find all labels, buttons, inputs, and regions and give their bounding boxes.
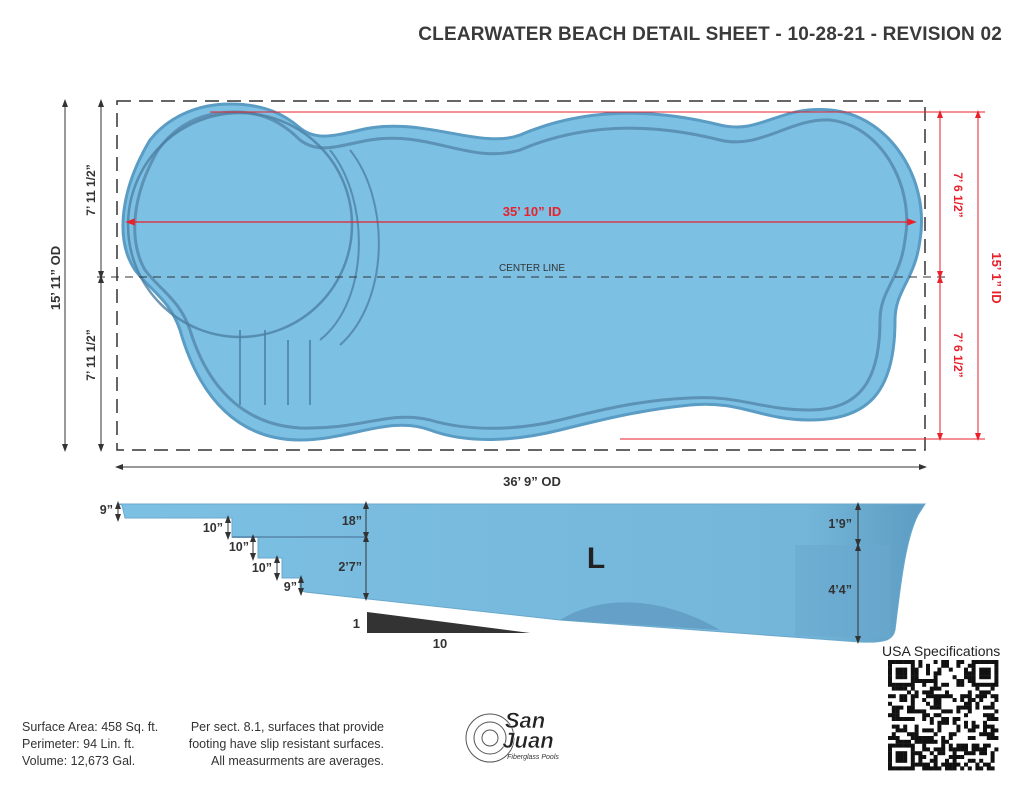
outer-dashed-boundary (116, 100, 926, 451)
profile-letter: L (587, 542, 605, 575)
shallow-depth-2-label: 2’7” (338, 560, 362, 574)
qr-code[interactable] (888, 660, 999, 771)
step-label: 10” (252, 561, 272, 575)
inside-half-bottom-label: 7’ 6 1/2” (951, 332, 965, 377)
step-label: 9” (284, 580, 297, 594)
half-top-label: 7’ 11 1/2” (84, 164, 98, 215)
svg-text:Juan: Juan (502, 728, 553, 753)
svg-text:San: San (505, 708, 545, 733)
center-line-label: CENTER LINE (499, 263, 565, 274)
step-label: 10” (203, 521, 223, 535)
overall-length-label: 15’ 11” OD (48, 246, 63, 310)
deep-end-bench (795, 545, 890, 638)
step-label: 10” (229, 540, 249, 554)
qr-label: USA Specifications (882, 643, 1001, 659)
inside-half-top-label: 7’ 6 1/2” (951, 172, 965, 217)
pool-interior-ledge (133, 110, 909, 430)
surface-area: Surface Area: 458 Sq. ft. (22, 720, 159, 734)
pool-shell-outline (121, 102, 923, 442)
inside-width-label: 15’ 1” ID (989, 252, 1004, 303)
overall-width-label: 36’ 9” OD (503, 474, 561, 489)
floor-shadow (560, 602, 720, 630)
note-line: Per sect. 8.1, surfaces that provide (190, 720, 384, 734)
entry-steps (239, 149, 380, 405)
step-label: 9” (100, 503, 113, 517)
half-bottom-label: 7’ 11 1/2” (84, 329, 98, 380)
svg-text:Fiberglass Pools: Fiberglass Pools (507, 754, 559, 761)
safety-note: Per sect. 8.1, surfaces that provide foo… (144, 719, 384, 770)
sheet-title: CLEARWATER BEACH DETAIL SHEET - 10-28-21… (418, 24, 1002, 45)
slope-triangle (367, 612, 530, 633)
slope-rise-label: 1 (353, 616, 360, 631)
perimeter: Perimeter: 94 Lin. ft. (22, 737, 135, 751)
deep-depth-2-label: 4’4” (828, 583, 852, 597)
slope-run-label: 10 (433, 636, 447, 651)
note-line: footing have slip resistant surfaces. (188, 737, 384, 751)
volume: Volume: 12,673 Gal. (22, 754, 136, 768)
pool-stats: Surface Area: 458 Sq. ft. Perimeter: 94 … (22, 719, 158, 770)
san-juan-logo: San Juan Fiberglass Pools (465, 708, 559, 763)
section-dimensions: 9” 10” 10” 10” 9” 18” 2’7” 1’9” 4’4” (100, 501, 861, 644)
inside-length-label: 35’ 10” ID (503, 204, 562, 219)
shallow-depth-1-label: 18” (342, 514, 362, 528)
deep-depth-1-label: 1’9” (828, 517, 852, 531)
pool-section-profile (117, 503, 926, 643)
note-line: All measurments are averages. (211, 754, 384, 768)
